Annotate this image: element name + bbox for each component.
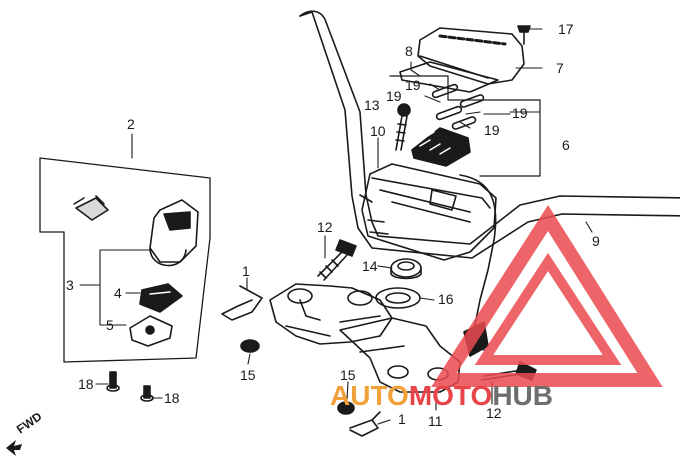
callout-12-upper: 12 — [317, 219, 333, 235]
callout-17: 17 — [558, 21, 574, 37]
callout-7: 7 — [556, 60, 564, 76]
nut-14 — [390, 258, 422, 280]
nut-15-lower — [337, 401, 355, 415]
box-2 — [39, 157, 211, 363]
bolt-12-upper — [317, 239, 357, 281]
watermark: AUTOMOTOHUB — [330, 382, 553, 410]
callout-1-upper: 1 — [242, 263, 250, 279]
callout-19-d: 19 — [484, 122, 500, 138]
indicator-block — [411, 127, 471, 167]
clip-1-bottom — [349, 411, 381, 437]
callout-18-right: 18 — [164, 390, 180, 406]
clip-1-left — [221, 285, 263, 321]
callout-6: 6 — [562, 137, 570, 153]
gasket — [399, 61, 499, 93]
bracket-6 — [389, 75, 541, 177]
watermark-hub: HUB — [492, 380, 553, 411]
ignition-switch — [73, 195, 199, 267]
callout-8: 8 — [405, 43, 413, 59]
callout-19-a: 19 — [405, 77, 421, 93]
screw-18-left — [106, 371, 120, 392]
callout-16: 16 — [438, 291, 454, 307]
nut-15-upper — [240, 339, 260, 353]
switch-base-4 — [139, 283, 183, 313]
watermark-triangle-icon — [431, 204, 663, 387]
upper-holder — [269, 283, 393, 345]
fwd-arrow-icon — [6, 440, 22, 456]
callout-9: 9 — [592, 233, 600, 249]
bolt-13 — [395, 103, 411, 151]
callout-3: 3 — [66, 277, 74, 293]
screws-19 — [431, 83, 485, 130]
callout-19-b: 19 — [386, 88, 402, 104]
callout-15-lower: 15 — [340, 367, 356, 383]
watermark-auto: AUTO — [330, 380, 409, 411]
callout-4: 4 — [114, 285, 122, 301]
watermark-moto: MOTO — [408, 380, 493, 411]
callout-14: 14 — [362, 258, 378, 274]
callout-13: 13 — [364, 97, 380, 113]
callout-2: 2 — [127, 116, 135, 132]
callout-19-c: 19 — [512, 105, 528, 121]
callout-18-left: 18 — [78, 376, 94, 392]
screw-18-right — [140, 385, 154, 402]
callout-10: 10 — [370, 123, 386, 139]
cover-5 — [129, 315, 173, 347]
callout-5: 5 — [106, 317, 114, 333]
cable — [459, 174, 497, 331]
callout-11: 11 — [428, 413, 443, 429]
callout-15-upper: 15 — [240, 367, 256, 383]
callout-1-lower: 1 — [398, 411, 406, 427]
meter-case — [359, 163, 497, 261]
callout-12-lower: 12 — [486, 405, 502, 421]
leader-lines — [79, 28, 593, 425]
screw-17 — [517, 25, 531, 45]
